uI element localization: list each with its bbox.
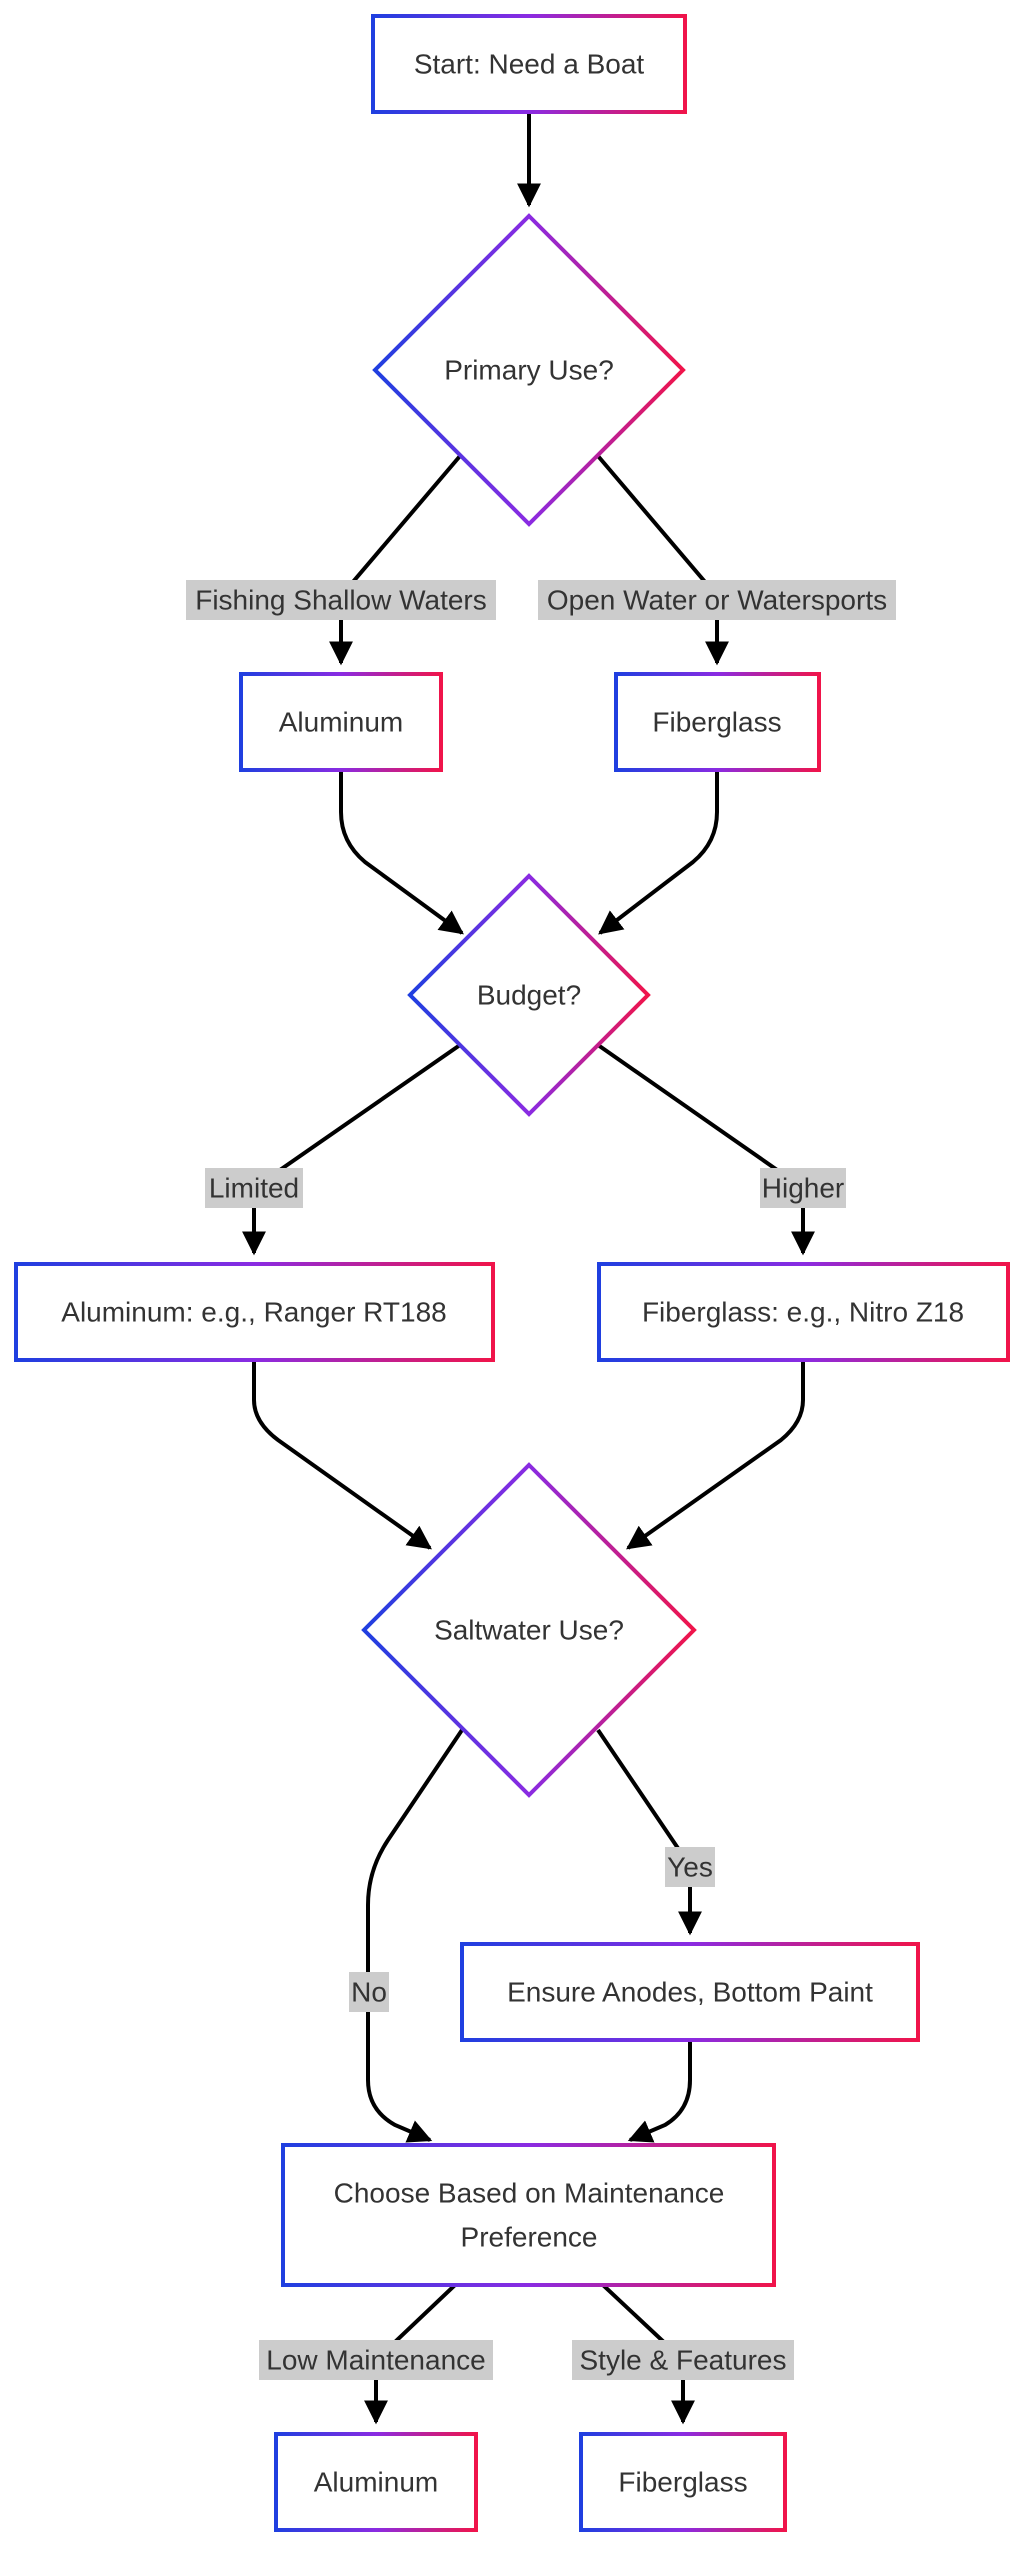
edge-fiberglass-to-budget [598,770,719,935]
svg-text:Higher: Higher [762,1173,844,1204]
svg-text:Aluminum: Aluminum [279,707,403,738]
edge-nitro-to-saltwater [626,1360,805,1550]
node-aluminum-ranger: Aluminum: e.g., Ranger RT188 [14,1262,495,1362]
edge-ranger-to-saltwater [252,1360,432,1550]
svg-text:Limited: Limited [209,1173,299,1204]
node-budget: Budget? [407,873,651,1117]
svg-text:Primary Use?: Primary Use? [444,355,614,386]
edge-saltwater-to-anodes [596,1728,702,1936]
edge-saltwater-to-maintenance [366,1728,464,2143]
edge-label-higher: Higher [760,1168,846,1208]
edge-budget-to-higher [596,1043,815,1256]
svg-text:Ensure Anodes, Bottom Paint: Ensure Anodes, Bottom Paint [507,1977,873,2008]
svg-text:Low Maintenance: Low Maintenance [266,2345,485,2376]
edge-label-fishing: Fishing Shallow Waters [186,580,496,620]
svg-text:Fishing Shallow Waters: Fishing Shallow Waters [195,585,487,616]
svg-text:No: No [351,1977,387,2008]
svg-text:Yes: Yes [667,1852,713,1883]
edge-label-no: No [349,1972,389,2012]
edge-budget-to-limited [242,1043,462,1256]
node-fiberglass-nitro: Fiberglass: e.g., Nitro Z18 [597,1262,1010,1362]
svg-text:Aluminum: Aluminum [314,2467,438,2498]
edge-label-open-water: Open Water or Watersports [538,580,896,620]
svg-text:Fiberglass: Fiberglass [652,707,781,738]
svg-text:Aluminum: e.g., Ranger RT188: Aluminum: e.g., Ranger RT188 [61,1297,446,1328]
svg-text:Budget?: Budget? [477,980,581,1011]
edge-aluminum-to-budget [339,770,464,935]
svg-text:Fiberglass: Fiberglass [618,2467,747,2498]
node-primary-use: Primary Use? [372,213,686,527]
node-aluminum-2: Aluminum [274,2432,478,2532]
edge-label-yes: Yes [665,1847,715,1887]
edge-label-low-maintenance: Low Maintenance [259,2340,493,2380]
node-fiberglass-2: Fiberglass [579,2432,787,2532]
edge-primary-use-to-aluminum [329,454,462,666]
node-start: Start: Need a Boat [371,14,687,114]
node-saltwater-use: Saltwater Use? [361,1462,697,1798]
maintenance-line-2: Preference [461,2222,598,2253]
maintenance-line-1: Choose Based on Maintenance [334,2178,725,2209]
svg-text:Saltwater Use?: Saltwater Use? [434,1615,624,1646]
node-fiberglass-1: Fiberglass [614,672,821,772]
svg-text:Open Water or Watersports: Open Water or Watersports [547,585,887,616]
node-ensure-anodes: Ensure Anodes, Bottom Paint [460,1942,920,2042]
svg-text:Start: Need a Boat: Start: Need a Boat [414,49,645,80]
svg-text:Style & Features: Style & Features [580,2345,787,2376]
svg-text:Fiberglass: e.g., Nitro Z18: Fiberglass: e.g., Nitro Z18 [642,1297,964,1328]
edge-anodes-to-maintenance [627,2040,692,2143]
node-aluminum-1: Aluminum [239,672,443,772]
edge-primary-use-to-fiberglass [596,454,729,666]
node-maintenance-preference: Choose Based on Maintenance Preference [281,2143,776,2287]
edge-label-style-features: Style & Features [572,2340,794,2380]
edge-label-limited: Limited [205,1168,303,1208]
